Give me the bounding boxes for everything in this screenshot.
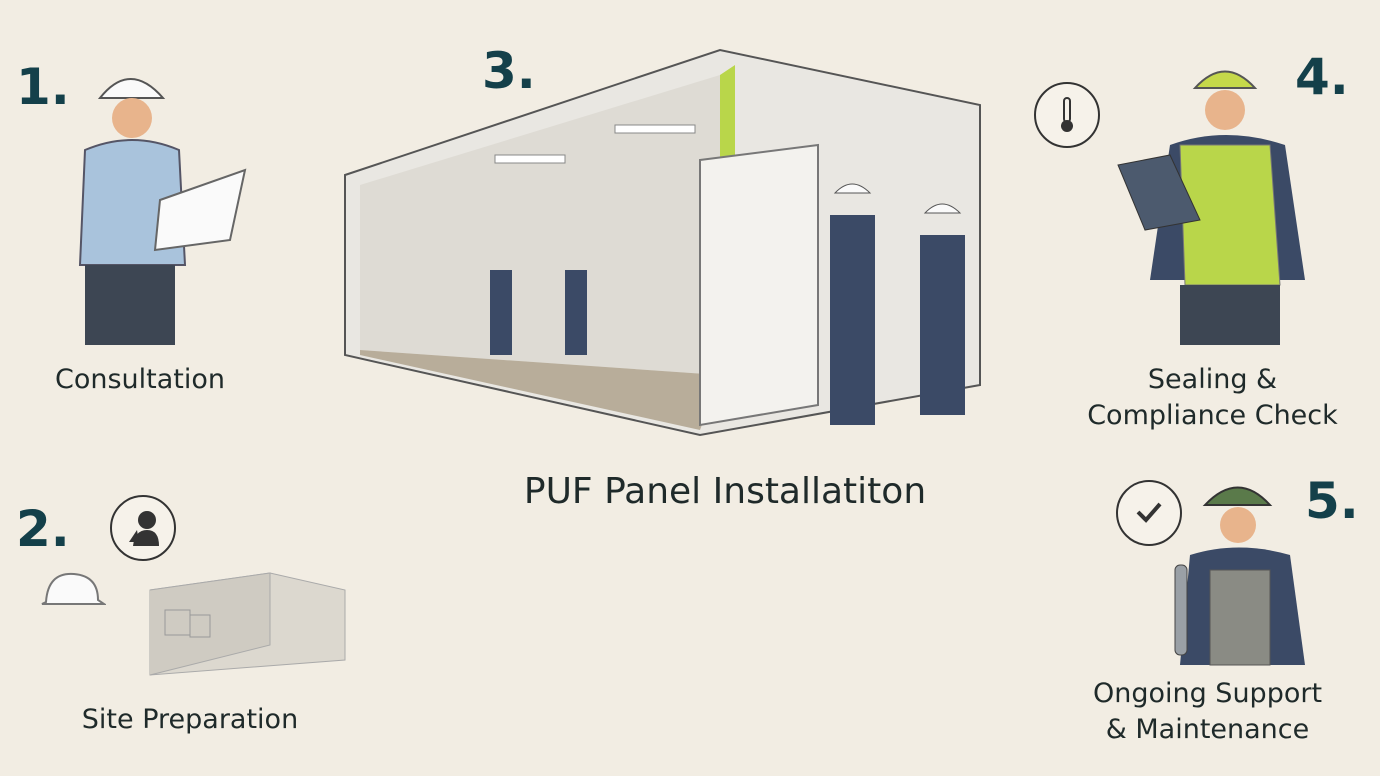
maintenance-worker-illustration <box>1174 486 1305 666</box>
step-4-label: Sealing & Compliance Check <box>1060 362 1365 434</box>
step-4-number: 4. <box>1295 48 1349 106</box>
step-5-label: Ongoing Support & Maintenance <box>1060 676 1355 748</box>
step-2-label: Site Preparation <box>81 704 299 735</box>
checkmark-icon <box>1116 480 1182 546</box>
cold-room-installation-illustration <box>344 48 981 437</box>
step-5-label-line-1: Ongoing Support <box>1092 678 1323 709</box>
step-5-number: 5. <box>1305 472 1359 530</box>
step-5-label-line-2: & Maintenance <box>1105 714 1310 745</box>
hard-hat-icon <box>41 572 106 605</box>
worker-icon <box>110 495 176 561</box>
step-3-number: 3. <box>482 42 536 100</box>
step-1-label: Consultation <box>54 364 225 395</box>
consultant-illustration <box>78 78 247 345</box>
warehouse-sketch <box>149 572 346 676</box>
step-4-label-line-1: Sealing & <box>1147 364 1278 395</box>
step-3-label: PUF Panel Installatiton <box>523 471 927 512</box>
step-1-number: 1. <box>16 58 70 116</box>
step-4-label-line-2: Compliance Check <box>1087 400 1338 431</box>
step-2-number: 2. <box>16 500 70 558</box>
thermometer-icon <box>1034 82 1100 148</box>
inspector-illustration <box>1117 70 1305 345</box>
